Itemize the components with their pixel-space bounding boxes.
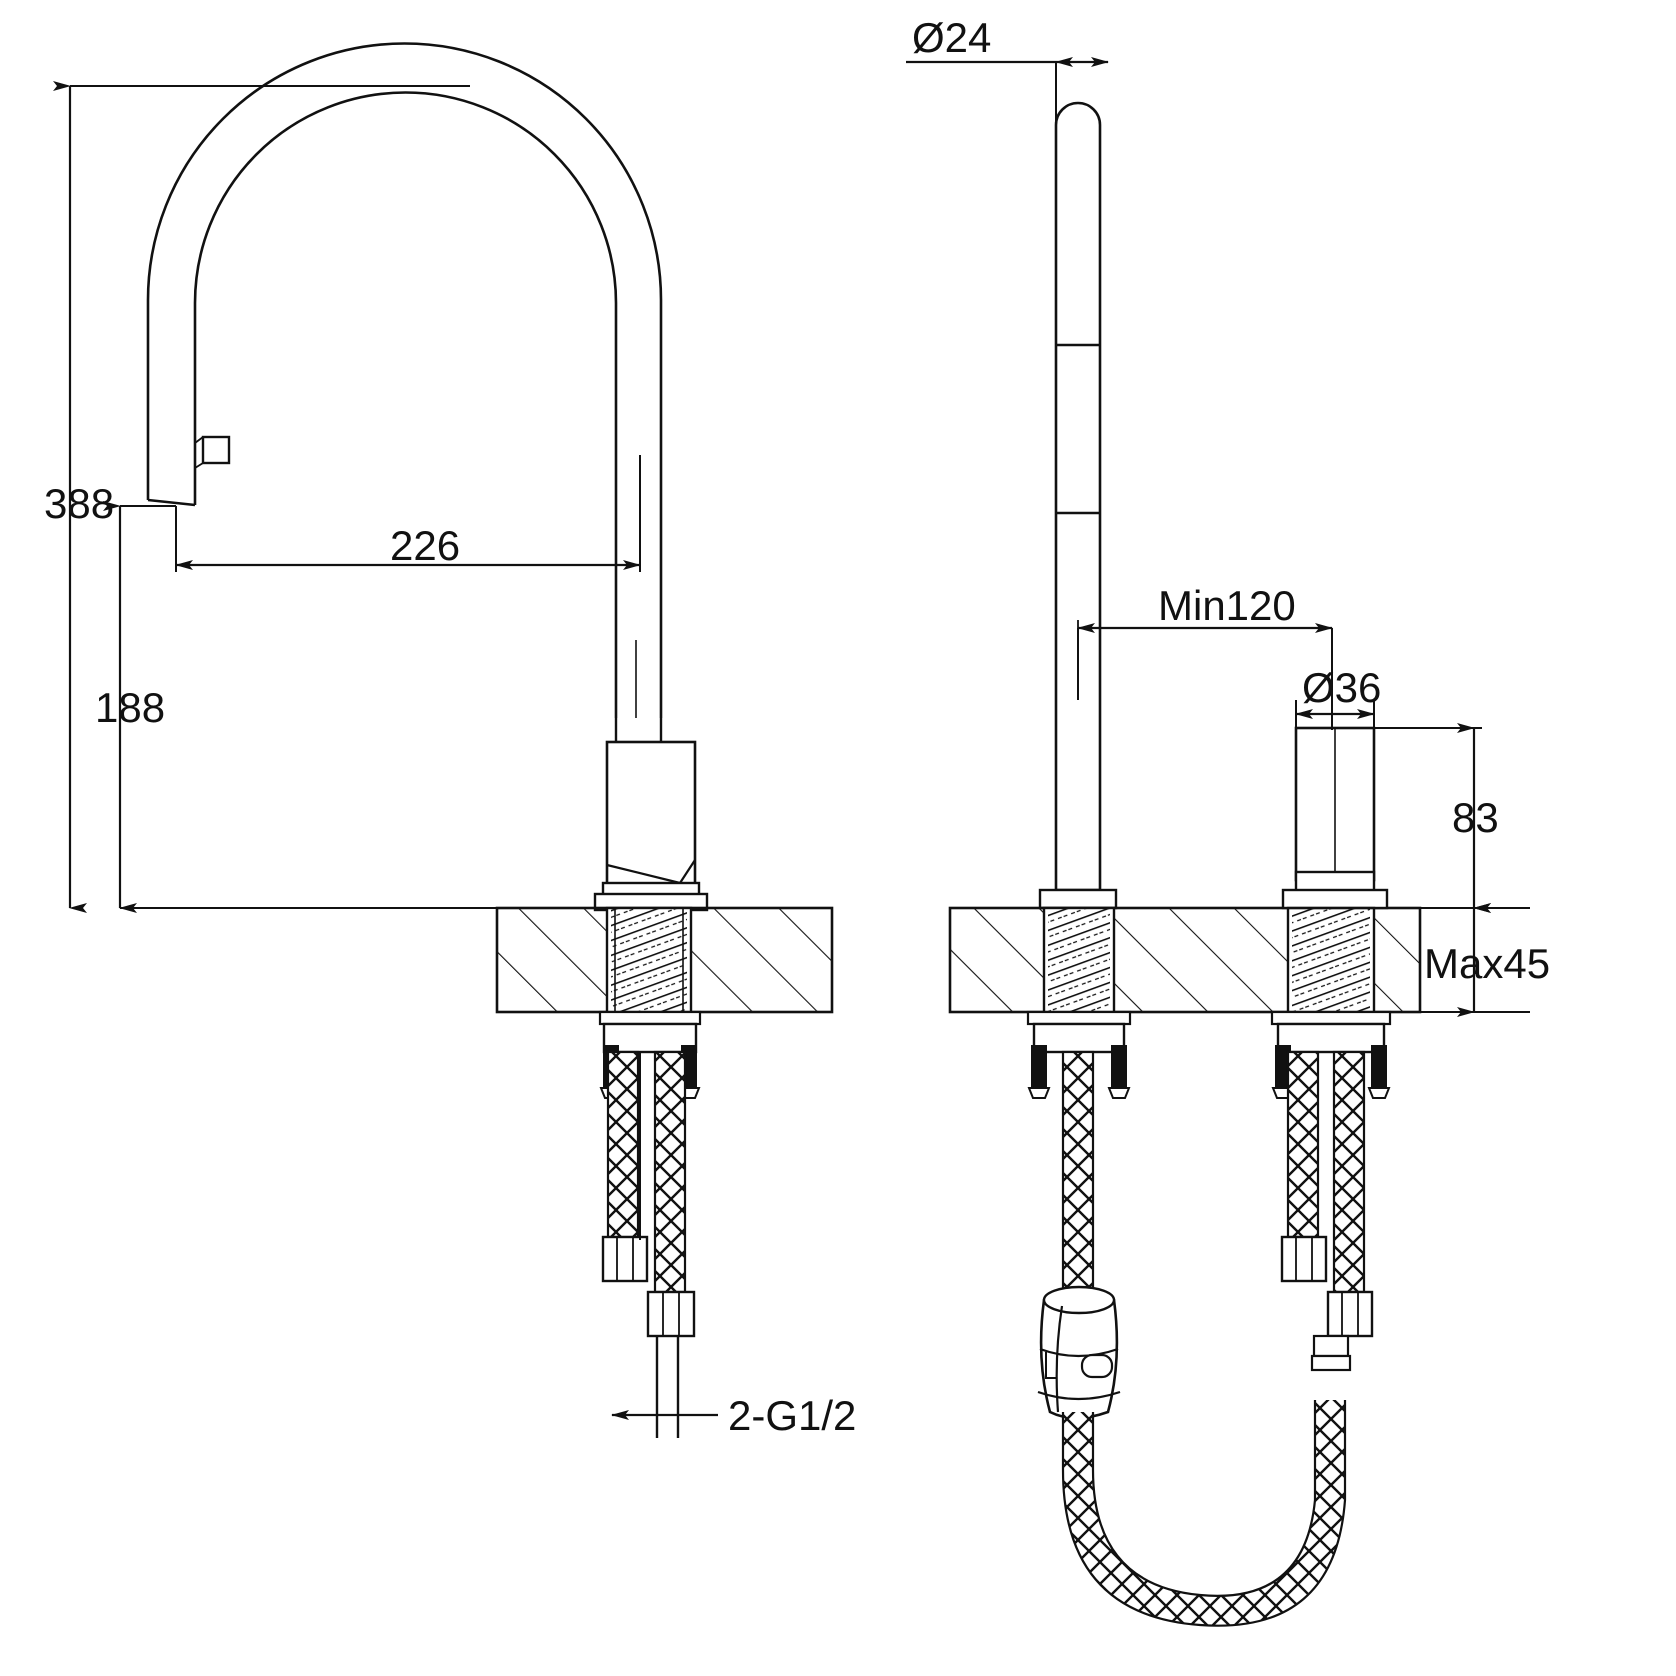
supply-nut-a-facets bbox=[616, 1237, 634, 1281]
supply-nut-d bbox=[1326, 1290, 1374, 1338]
supply-hose-a-fill bbox=[608, 1052, 638, 1237]
label-dispenser-diameter: Ø36 bbox=[1302, 664, 1381, 711]
label-overall-height: 388 bbox=[44, 480, 114, 527]
mount-washer-r2 bbox=[1270, 1010, 1392, 1026]
pulldown-hose-loop-outer bbox=[1061, 1400, 1347, 1627]
dispenser-flange bbox=[1281, 888, 1389, 910]
supply-nut-a bbox=[601, 1235, 649, 1283]
left-view-side-elevation bbox=[146, 42, 834, 1438]
mount-nut-left bbox=[602, 1022, 698, 1054]
label-min-hole-spacing: Min120 bbox=[1158, 582, 1296, 629]
shank-inner-lines-left bbox=[614, 908, 684, 1012]
spout-stem-edges bbox=[614, 718, 663, 742]
threaded-shank-fill-left bbox=[611, 908, 687, 1012]
supply-hose-b-fill bbox=[655, 1052, 685, 1292]
inlet-tube-left bbox=[655, 1336, 680, 1438]
screw-tip-r1-b bbox=[1107, 1087, 1131, 1099]
spout-outer-profile bbox=[146, 42, 663, 718]
label-spray-head-diameter: Ø24 bbox=[912, 14, 991, 61]
spout-detail-square bbox=[201, 435, 231, 465]
pulldown-hose-upper-fill bbox=[1063, 1052, 1093, 1290]
supply-nut-b-facets bbox=[662, 1292, 680, 1336]
right-view-dimensions bbox=[906, 57, 1530, 1017]
label-dispenser-height: 83 bbox=[1452, 794, 1499, 841]
right-view-front-elevation bbox=[948, 101, 1422, 1627]
label-inlet-thread: 2-G1/2 bbox=[728, 1392, 856, 1439]
label-spout-height: 188 bbox=[95, 684, 165, 731]
supply-nut-c bbox=[1280, 1235, 1328, 1283]
threaded-shank-fill-r1 bbox=[1048, 908, 1110, 1012]
supply-hose-d-fill bbox=[1334, 1052, 1364, 1292]
supply-hose-c-fill bbox=[1288, 1052, 1318, 1237]
countertop-outline-right bbox=[948, 906, 1422, 1014]
screw-tip-r2-b bbox=[1367, 1087, 1391, 1099]
threaded-shank-fill-r2 bbox=[1292, 908, 1370, 1012]
supply-nut-b bbox=[646, 1290, 696, 1338]
supply-nut-d-facets bbox=[1341, 1292, 1359, 1336]
label-spout-reach: 226 bbox=[390, 522, 460, 569]
mount-screw-r1-a bbox=[1031, 1045, 1047, 1089]
spout-inner-profile bbox=[193, 91, 618, 718]
body-sleeve-bevel bbox=[606, 863, 681, 885]
hose-coupling-ring bbox=[1310, 1354, 1352, 1372]
label-max-deck-thickness: Max45 bbox=[1424, 940, 1550, 987]
mount-nut-r1 bbox=[1032, 1022, 1126, 1054]
mount-washer-left bbox=[598, 1010, 702, 1026]
body-sleeve bbox=[605, 740, 697, 892]
spray-head-column bbox=[1054, 101, 1102, 892]
mount-nut-r2 bbox=[1276, 1022, 1386, 1054]
column-base-flange bbox=[1038, 888, 1118, 910]
body-sleeve-bevel-right bbox=[679, 859, 696, 884]
screw-tip-r1-a bbox=[1027, 1087, 1051, 1099]
hose-weight bbox=[1037, 1285, 1121, 1420]
hose-coupling bbox=[1312, 1334, 1350, 1358]
mount-washer-r1 bbox=[1026, 1010, 1132, 1026]
spout-detail-edge bbox=[194, 436, 204, 469]
mount-screw-r1-b bbox=[1111, 1045, 1127, 1089]
mount-screw-r2-b bbox=[1371, 1045, 1387, 1089]
pulldown-hose-loop-inner bbox=[1091, 1400, 1317, 1597]
supply-nut-c-facets bbox=[1295, 1237, 1313, 1281]
pulldown-hose-loop-fill bbox=[1063, 1400, 1345, 1626]
left-view-dimensions bbox=[53, 81, 718, 1420]
spout-nose-bottom bbox=[147, 498, 196, 507]
